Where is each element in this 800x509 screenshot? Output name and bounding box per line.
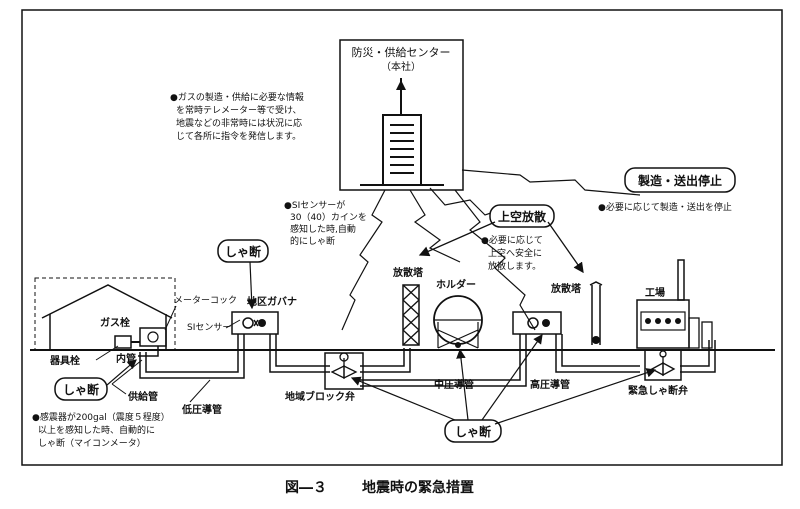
block-valve-label: 地域ブロック弁	[285, 390, 355, 403]
factory-label: 工場	[645, 286, 665, 299]
release-callout: 上空放散	[418, 204, 584, 274]
svg-text:30（40）カインを: 30（40）カインを	[290, 212, 367, 223]
house	[34, 277, 176, 351]
svg-text:上空へ安全に: 上空へ安全に	[488, 247, 542, 259]
svg-text:以上を感知した時、自動的に: 以上を感知した時、自動的に	[38, 424, 155, 436]
svg-text:●必要に応じて: ●必要に応じて	[481, 234, 543, 246]
svg-text:製造・送出停止: 製造・送出停止	[637, 173, 722, 188]
svg-text:●SIセンサーが: ●SIセンサーが	[284, 199, 345, 211]
emergency-valve-label: 緊急しゃ断弁	[628, 384, 688, 397]
svg-text:放散します。: 放散します。	[488, 260, 541, 272]
shutoff-bottom-callout: しゃ断	[350, 334, 657, 443]
gas-holder	[433, 295, 483, 349]
factory	[636, 259, 713, 349]
mid-pressure-label: 中圧導管	[434, 378, 474, 391]
district-governor	[231, 311, 279, 335]
governor-label: 地区ガバナ	[247, 295, 297, 308]
stop-callout: 製造・送出停止	[624, 167, 736, 193]
svg-text:しゃ断（マイコンメータ）: しゃ断（マイコンメータ）	[38, 437, 146, 449]
svg-text:●感震器が200gal（震度５程度）: ●感震器が200gal（震度５程度）	[32, 411, 170, 423]
svg-text:しゃ断: しゃ断	[63, 382, 99, 397]
supply-pipe-label: 供給管	[127, 390, 158, 403]
shutoff-governor-callout: しゃ断	[217, 239, 269, 310]
center-subtitle: （本社）	[381, 60, 421, 73]
figure-number: 図―３	[285, 480, 327, 496]
pipelines	[139, 334, 716, 387]
block-valve	[324, 352, 364, 390]
low-pressure-label: 低圧導管	[181, 403, 222, 416]
gas-tap-label: ガス栓	[100, 316, 130, 329]
svg-text:を常時テレメーター等で受け、: を常時テレメーター等で受け、	[176, 104, 302, 116]
signal-lightning	[341, 169, 641, 331]
si-note: ●SIセンサーが 30（40）カインを 感知した時,自動 的にしゃ断	[284, 199, 367, 247]
tower1-label: 放散塔	[392, 266, 424, 279]
release-note: ●必要に応じて 上空へ安全に 放散します。	[481, 234, 543, 272]
figure-title: 地震時の緊急措置	[362, 479, 474, 496]
holder-label: ホルダー	[436, 278, 476, 291]
svg-text:じて各所に指令を発信します。: じて各所に指令を発信します。	[176, 130, 301, 142]
center-note: ●ガスの製造・供給に必要な情報 を常時テレメーター等で受け、 地震などの非常時に…	[170, 91, 304, 142]
meter-note: ●感震器が200gal（震度５程度） 以上を感知した時、自動的に しゃ断（マイコ…	[32, 411, 170, 449]
svg-text:地震などの非常時には状況に応: 地震などの非常時には状況に応	[176, 117, 302, 129]
center-title: 防災・供給センター	[352, 45, 451, 59]
meter-cock-label: メーターコック	[174, 295, 237, 306]
si-sensor-label: SIセンサー	[187, 322, 231, 333]
release-tower-2	[589, 281, 603, 345]
svg-text:●ガスの製造・供給に必要な情報: ●ガスの製造・供給に必要な情報	[170, 91, 304, 103]
diagram-frame	[21, 9, 783, 466]
factory-note: ●必要に応じて製造・送出を停止	[598, 201, 732, 213]
svg-text:上空放散: 上空放散	[498, 209, 547, 224]
tower2-label: 放散塔	[550, 282, 582, 295]
pressure-station	[512, 311, 562, 335]
svg-text:しゃ断: しゃ断	[455, 424, 491, 439]
high-pressure-label: 高圧導管	[530, 378, 570, 391]
svg-text:的にしゃ断: 的にしゃ断	[290, 235, 335, 247]
disaster-prevention-center: 防災・供給センター （本社）	[339, 39, 464, 191]
svg-text:感知した時,自動: 感知した時,自動	[290, 223, 356, 235]
release-tower-1	[402, 284, 420, 346]
emergency-shutoff-valve	[644, 349, 682, 381]
shutoff-house-callout: しゃ断	[54, 359, 137, 401]
appliance-tap-label: 器具栓	[49, 354, 80, 367]
svg-text:しゃ断: しゃ断	[225, 244, 261, 259]
